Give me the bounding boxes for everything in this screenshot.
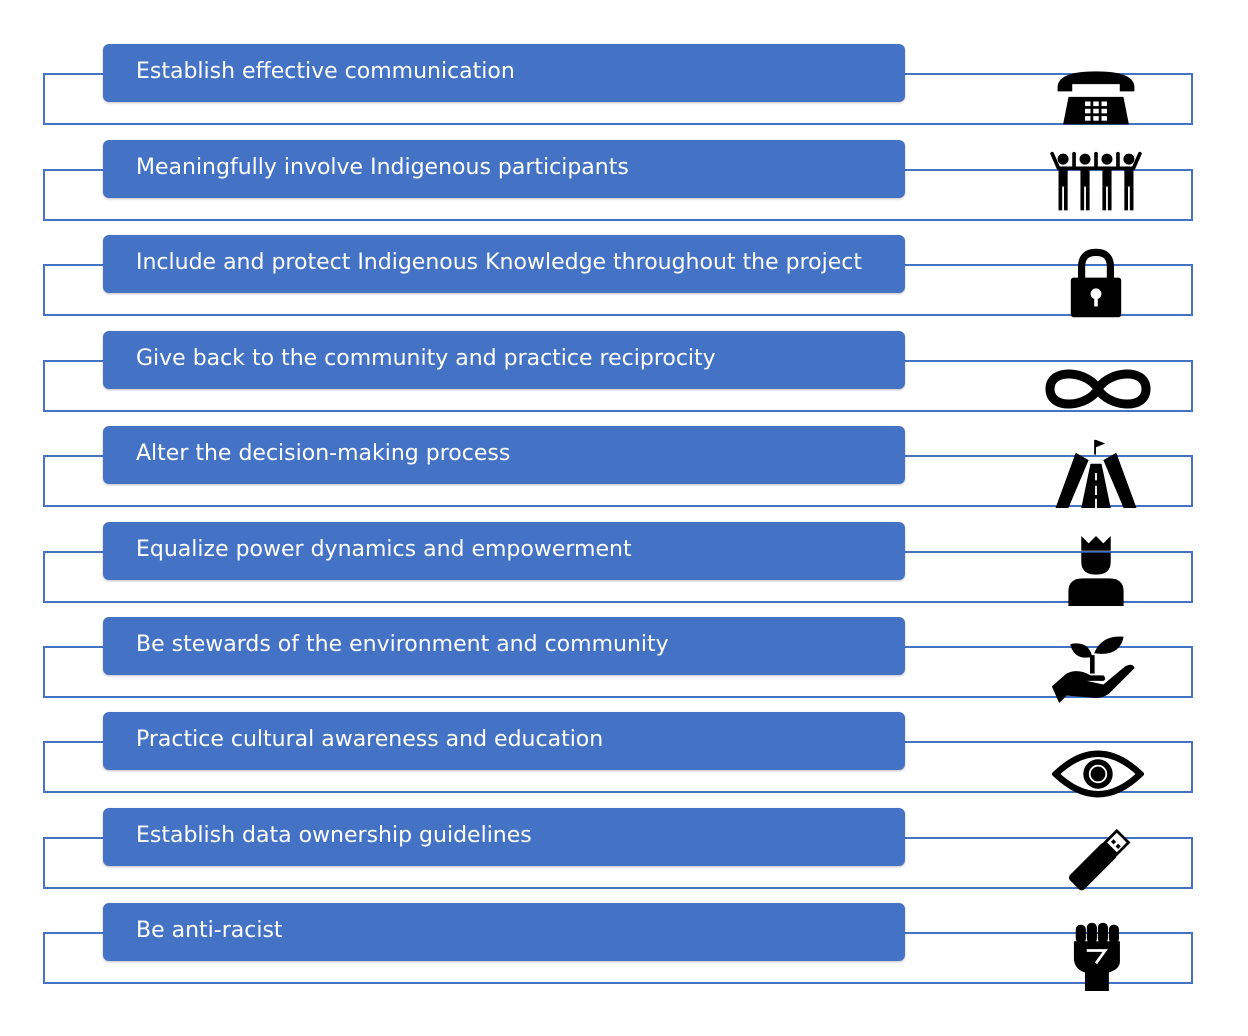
person-with-crown-icon [1050,532,1142,610]
principle-label: Establish effective communication [103,44,905,102]
principle-row: Equalize power dynamics and empowerment [0,522,1248,618]
hand-holding-plant-icon [1050,633,1142,703]
principle-label: Establish data ownership guidelines [103,808,905,866]
principle-row: Alter the decision-making process [0,426,1248,522]
principle-label: Include and protect Indigenous Knowledge… [103,235,905,293]
principle-row: Establish data ownership guidelines [0,808,1248,904]
principle-label: Practice cultural awareness and educatio… [103,712,905,770]
principle-label: Be stewards of the environment and commu… [103,617,905,675]
road-with-flag-icon [1050,436,1142,510]
raised-fist-icon [1050,921,1142,991]
principle-label: Equalize power dynamics and empowerment [103,522,905,580]
principle-row: Establish effective communication [0,44,1248,140]
usb-drive-icon [1050,826,1142,898]
principle-row: Practice cultural awareness and educatio… [0,712,1248,808]
group-of-people-icon [1050,150,1142,214]
principle-label: Meaningfully involve Indigenous particip… [103,140,905,198]
principle-row: Be stewards of the environment and commu… [0,617,1248,713]
infinity-icon [1042,359,1154,419]
principle-label: Be anti-racist [103,903,905,961]
principle-row: Meaningfully involve Indigenous particip… [0,140,1248,236]
principle-label: Alter the decision-making process [103,426,905,484]
principle-row: Include and protect Indigenous Knowledge… [0,235,1248,331]
principle-row: Give back to the community and practice … [0,331,1248,427]
telephone-icon [1050,64,1142,128]
principle-label: Give back to the community and practice … [103,331,905,389]
principle-row: Be anti-racist [0,903,1248,999]
padlock-icon [1050,247,1142,319]
eye-icon [1052,742,1144,806]
